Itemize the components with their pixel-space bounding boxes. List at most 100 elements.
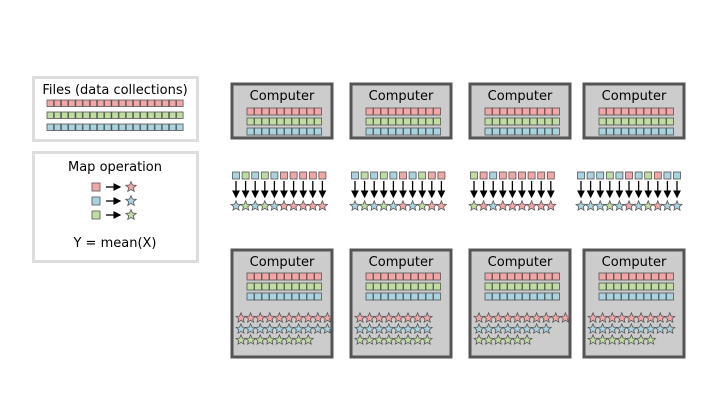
green-square	[97, 111, 105, 119]
blue-star	[411, 322, 424, 335]
green-square	[529, 282, 538, 291]
blue-square	[125, 123, 134, 131]
blue-square	[552, 127, 560, 136]
blue-square	[544, 127, 553, 136]
green-square	[403, 117, 411, 126]
red-star	[492, 311, 505, 324]
blue-square	[380, 292, 389, 301]
red-star	[382, 311, 395, 324]
green-square	[269, 282, 277, 291]
blue-square	[529, 292, 538, 301]
blue-star	[363, 322, 376, 335]
green-star	[411, 333, 424, 346]
green-square	[360, 171, 369, 180]
map-rows	[230, 171, 683, 212]
red-square	[479, 171, 488, 180]
blue-square	[489, 171, 498, 180]
green-square	[522, 117, 530, 126]
green-square	[507, 282, 515, 291]
blue-square	[395, 127, 404, 136]
blue-square	[425, 127, 434, 136]
red-star	[477, 199, 490, 212]
blue-square	[291, 292, 300, 301]
red-star	[435, 199, 448, 212]
red-star	[549, 311, 562, 324]
green-square	[306, 282, 315, 291]
blue-star	[402, 322, 414, 335]
green-square	[299, 117, 307, 126]
blue-star	[521, 322, 533, 335]
blue-star	[273, 322, 286, 335]
green-star	[239, 199, 252, 212]
blue-square	[606, 292, 614, 301]
red-star	[263, 311, 276, 324]
red-square	[280, 171, 288, 180]
blue-star	[594, 199, 607, 212]
green-square	[643, 117, 652, 126]
red-square	[61, 99, 69, 107]
red-square	[380, 272, 389, 281]
green-square	[61, 111, 69, 119]
red-square	[140, 99, 148, 107]
red-square	[546, 171, 555, 180]
blue-square	[529, 127, 538, 136]
green-square	[651, 117, 659, 126]
blue-square	[621, 292, 629, 301]
green-star	[642, 199, 655, 212]
green-square	[507, 117, 515, 126]
blue-square	[46, 123, 54, 131]
red-square	[269, 272, 277, 281]
red-star	[654, 311, 667, 324]
green-square	[433, 282, 441, 291]
red-square	[89, 99, 98, 107]
red-square	[380, 107, 389, 116]
green-star	[258, 199, 271, 212]
red-square	[643, 107, 652, 116]
red-square	[613, 272, 622, 281]
red-square	[552, 272, 560, 281]
red-square	[507, 107, 515, 116]
blue-star	[473, 322, 485, 335]
green-square	[598, 282, 607, 291]
red-star	[501, 311, 514, 324]
blue-square	[254, 127, 262, 136]
red-square	[658, 272, 667, 281]
blue-square	[606, 127, 614, 136]
green-square	[276, 282, 285, 291]
red-square	[653, 171, 662, 180]
red-square	[552, 107, 560, 116]
blue-star	[387, 199, 400, 212]
blue-star	[421, 322, 434, 335]
green-square	[544, 117, 553, 126]
green-star	[644, 333, 657, 346]
computer-bottom-3: Computer	[468, 248, 572, 359]
green-square	[514, 282, 523, 291]
blue-square	[514, 292, 523, 301]
blue-star	[230, 199, 242, 212]
green-square	[176, 111, 184, 119]
red-square	[522, 272, 530, 281]
green-square	[284, 282, 292, 291]
blue-square	[232, 171, 240, 180]
blue-star	[268, 199, 281, 212]
blue-square	[140, 123, 148, 131]
green-square	[433, 117, 441, 126]
green-square	[314, 117, 322, 126]
green-square	[380, 282, 389, 291]
red-square	[621, 272, 629, 281]
blue-star	[487, 199, 500, 212]
blue-square	[643, 127, 652, 136]
green-square	[260, 171, 269, 180]
green-square	[666, 117, 674, 126]
green-square	[75, 111, 83, 119]
red-square	[529, 107, 538, 116]
blue-star	[311, 322, 324, 335]
red-star	[306, 199, 319, 212]
blue-square	[161, 123, 170, 131]
red-square	[514, 107, 523, 116]
red-square	[598, 272, 607, 281]
red-star	[287, 199, 300, 212]
red-star	[402, 311, 414, 324]
blue-square	[408, 171, 417, 180]
